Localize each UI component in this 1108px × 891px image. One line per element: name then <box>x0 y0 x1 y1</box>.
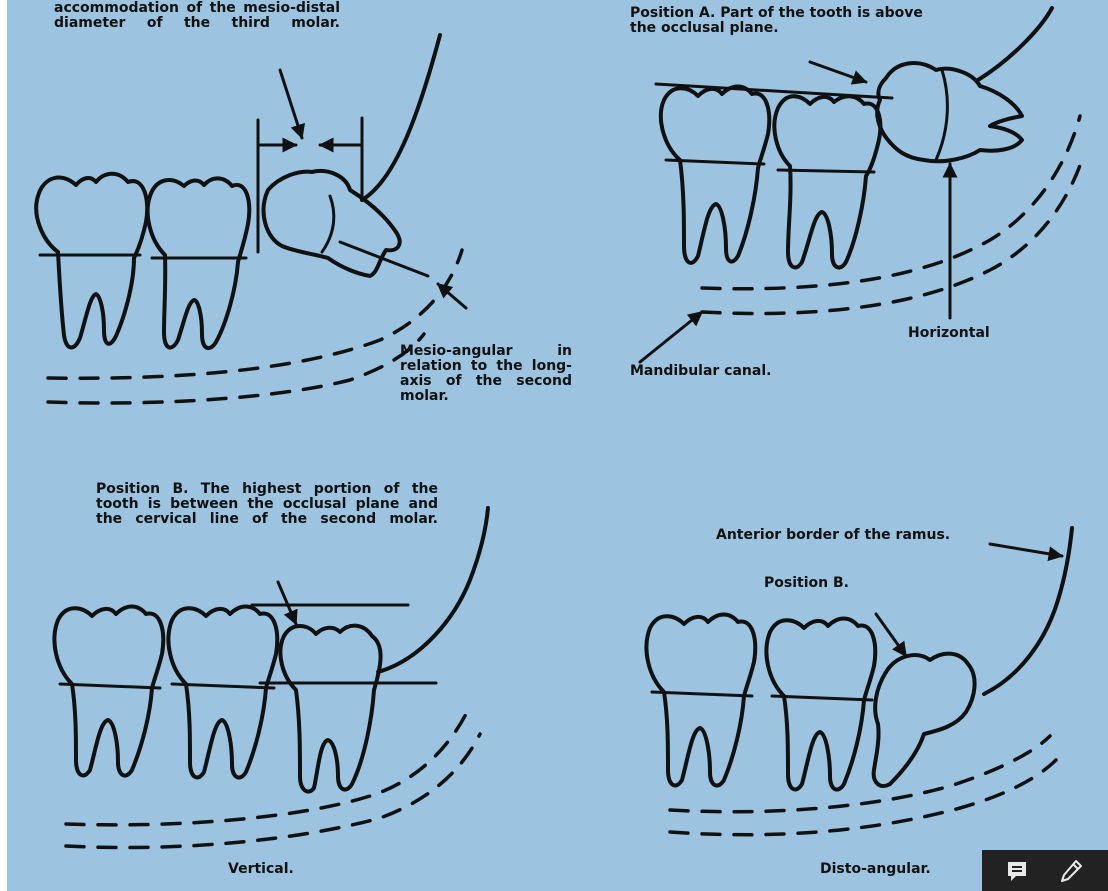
label-disto-angular: Disto-angular. <box>820 862 970 877</box>
comment-icon[interactable] <box>1004 858 1030 884</box>
third-molar-disto-angular <box>874 654 975 786</box>
cervical-line-1-bottom-left <box>60 684 160 688</box>
label-mandibular-canal: Mandibular canal. <box>630 364 830 379</box>
molar-1-bottom-right <box>646 615 755 786</box>
canal-dashes-upper-bottom-left <box>66 706 470 825</box>
ramus-border-bottom-right <box>984 528 1072 694</box>
annotation-toolbar <box>982 850 1108 891</box>
label-horizontal: Horizontal <box>908 326 1028 341</box>
molar-2-bottom-left <box>168 607 277 778</box>
arrow-to-tooth-top-right <box>810 62 866 82</box>
arrow-ramus <box>990 544 1062 556</box>
panel-top-right <box>640 8 1082 362</box>
panel-bottom-right <box>646 528 1072 835</box>
third-molar-cervical-top-right <box>936 70 947 160</box>
caption-top-right: Position A. Part of the tooth is above t… <box>630 6 950 36</box>
canal-dashes-lower-bottom-left <box>66 734 480 848</box>
arrow-to-tooth-bottom-right <box>876 614 906 656</box>
ramus-border-top-left <box>362 35 440 200</box>
panel-bottom-left <box>54 508 488 848</box>
ramus-border-bottom-left <box>378 508 488 672</box>
molar-1-bottom-left <box>54 607 163 776</box>
third-molar-vertical <box>280 626 380 792</box>
caption-top-left: accommodation of the mesio-distal diamet… <box>54 1 340 31</box>
cervical-line-2-top-right <box>778 170 874 172</box>
pen-icon[interactable] <box>1058 858 1084 884</box>
cervical-line-1-bottom-right <box>652 692 752 696</box>
label-anterior-border-ramus: Anterior border of the ramus. <box>716 528 986 543</box>
arrow-to-tooth-bottom-left <box>278 582 296 624</box>
cervical-line-2-bottom-right <box>772 696 872 700</box>
molar-1-top-left <box>36 174 147 348</box>
third-molar-cervical-line <box>322 196 334 252</box>
third-molar-horizontal <box>877 63 1022 161</box>
caption-bottom-left: Position B. The highest portion of the t… <box>96 482 438 527</box>
label-position-b: Position B. <box>764 576 884 591</box>
canal-dashes-lower-top-right <box>702 160 1082 313</box>
molar-2-bottom-right <box>766 619 875 790</box>
annotation-mesio-angular: Mesio-angular in relation to the long-ax… <box>400 344 572 404</box>
molar-2-top-right <box>774 96 880 267</box>
ramus-border-top-right <box>978 8 1052 80</box>
molar-2-top-left <box>148 178 250 348</box>
pointer-arrow-down <box>280 70 302 138</box>
molar-1-top-right <box>661 87 769 263</box>
label-vertical: Vertical. <box>228 862 348 877</box>
arrow-mandibular-canal <box>640 312 702 362</box>
